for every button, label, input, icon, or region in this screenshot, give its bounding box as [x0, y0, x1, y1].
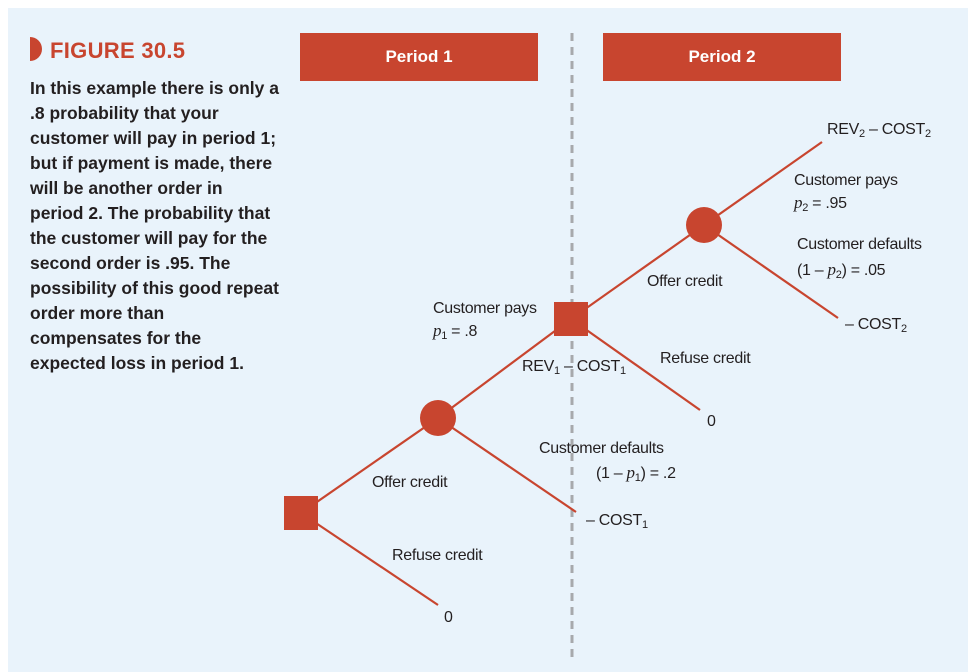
branch-customer-defaults-2: [703, 224, 839, 319]
label-customer-pays-2: Customer pays: [794, 172, 898, 189]
period-2-header: Period 2: [603, 33, 841, 81]
payoff-rev2-cost2: REV2 – COST2: [827, 121, 931, 140]
payoff-refuse-1: 0: [444, 609, 453, 626]
decision-node-2: [554, 302, 588, 336]
period-1-header: Period 1: [300, 33, 538, 81]
payoff-minus-cost1: – COST1: [586, 512, 648, 531]
label-customer-defaults-1: Customer defaults: [539, 440, 664, 457]
figure-panel: [8, 8, 968, 672]
branch-offer-credit-2: [570, 224, 705, 320]
label-offer-credit-1: Offer credit: [372, 474, 448, 491]
label-customer-defaults-2: Customer defaults: [797, 236, 922, 253]
branch-offer-credit-1: [300, 417, 439, 514]
probability-p2: p2 = .95: [794, 193, 847, 214]
figure-caption: In this example there is only a .8 proba…: [30, 78, 279, 373]
payoff-refuse-2: 0: [707, 413, 716, 430]
label-refuse-credit-2: Refuse credit: [660, 350, 751, 367]
label-refuse-credit-1: Refuse credit: [392, 547, 483, 564]
decision-node-1: [284, 496, 318, 530]
label-customer-pays-1: Customer pays: [433, 300, 537, 317]
figure-title: FIGURE 30.5: [30, 37, 185, 64]
chance-node-2: [686, 207, 722, 243]
branch-refuse-credit-2: [570, 318, 701, 411]
branch-customer-pays-1: [437, 318, 572, 419]
figure-marker-icon: [30, 37, 42, 61]
figure-label: FIGURE 30.5: [50, 38, 186, 63]
probability-default-1: (1 – p1) = .2: [596, 463, 676, 484]
branch-customer-pays-2: [703, 141, 823, 226]
probability-p1: p1 = .8: [433, 321, 478, 342]
payoff-rev1-cost1: REV1 – COST1: [522, 358, 626, 377]
branch-refuse-credit-1: [300, 512, 439, 606]
probability-default-2: (1 – p2) = .05: [797, 260, 886, 281]
label-offer-credit-2: Offer credit: [647, 273, 723, 290]
branch-customer-defaults-1: [437, 417, 577, 513]
chance-node-1: [420, 400, 456, 436]
payoff-minus-cost2: – COST2: [845, 316, 907, 335]
